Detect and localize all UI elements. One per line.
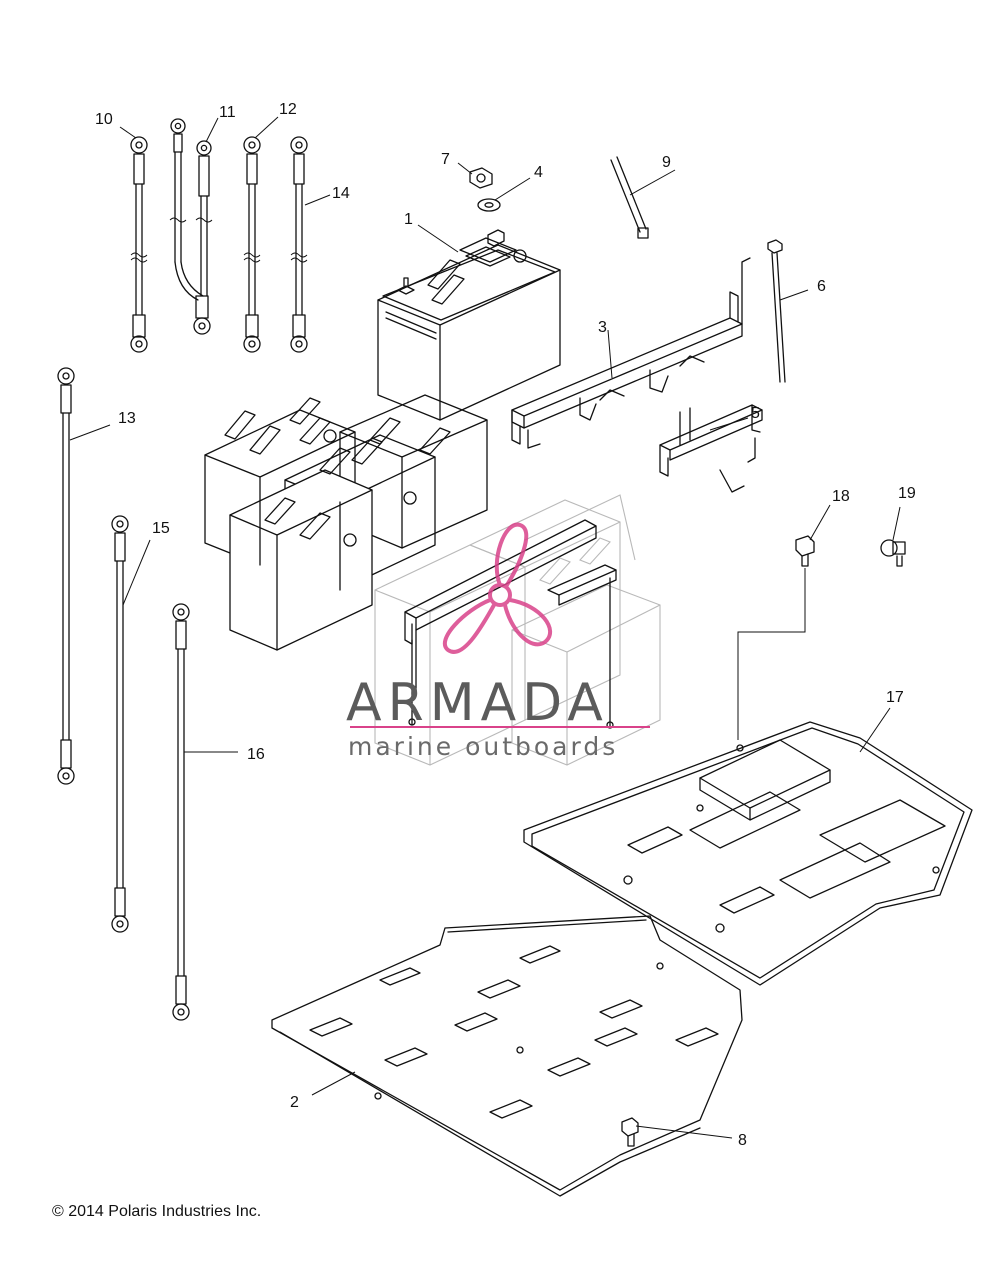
propeller-logo: [442, 522, 552, 654]
bolt-8: [621, 1117, 639, 1147]
bolt-6: [767, 239, 786, 383]
callout-12: 12: [279, 101, 297, 118]
short-cable-14: [290, 136, 308, 353]
short-cable-11a: [170, 118, 211, 335]
long-cable-15: [111, 515, 129, 933]
armada-watermark: ARMADA marine outboards: [346, 522, 650, 761]
callout-13: 13: [118, 410, 136, 427]
watermark-subtitle: marine outboards: [348, 732, 618, 761]
callout-5: 5: [751, 405, 760, 422]
short-cable-12: [243, 136, 261, 353]
callout-7: 7: [441, 151, 450, 168]
watermark-title: ARMADA: [346, 673, 609, 733]
callout-3: 3: [598, 319, 607, 336]
callout-1: 1: [404, 211, 413, 228]
callout-18: 18: [832, 488, 850, 505]
callout-9: 9: [662, 154, 671, 171]
long-cable-16: [172, 603, 190, 1021]
nut-7: [469, 167, 493, 189]
leader-lines: [69, 116, 901, 1139]
cable-break-marks: [130, 217, 308, 263]
battery-cluster: [204, 394, 488, 651]
callout-19: 19: [898, 485, 916, 502]
battery-tray-17: [523, 721, 973, 986]
short-cable-11b: [196, 140, 212, 297]
push-rivet-18: [795, 535, 815, 567]
battery-1: [377, 229, 561, 421]
hold-down-bracket-5: [659, 404, 763, 493]
callout-2: 2: [290, 1094, 299, 1111]
callout-6: 6: [817, 278, 826, 295]
callout-15: 15: [152, 520, 170, 537]
washer-4: [477, 198, 501, 212]
callout-17: 17: [886, 689, 904, 706]
tie-strap-9: [610, 156, 649, 239]
callout-11: 11: [219, 104, 236, 121]
ghost-battery-array: [374, 494, 661, 766]
short-cable-10: [130, 136, 148, 353]
callout-16: 16: [247, 746, 265, 763]
callout-10: 10: [95, 111, 113, 128]
copyright-notice: © 2014 Polaris Industries Inc.: [52, 1203, 262, 1220]
long-cable-13: [57, 367, 75, 785]
callout-4: 4: [534, 164, 543, 181]
clamp-19: [880, 539, 906, 567]
hold-down-bracket-3: [511, 257, 751, 449]
callout-14: 14: [332, 185, 350, 202]
callout-8: 8: [738, 1132, 747, 1149]
skid-plate-2: [271, 915, 743, 1197]
